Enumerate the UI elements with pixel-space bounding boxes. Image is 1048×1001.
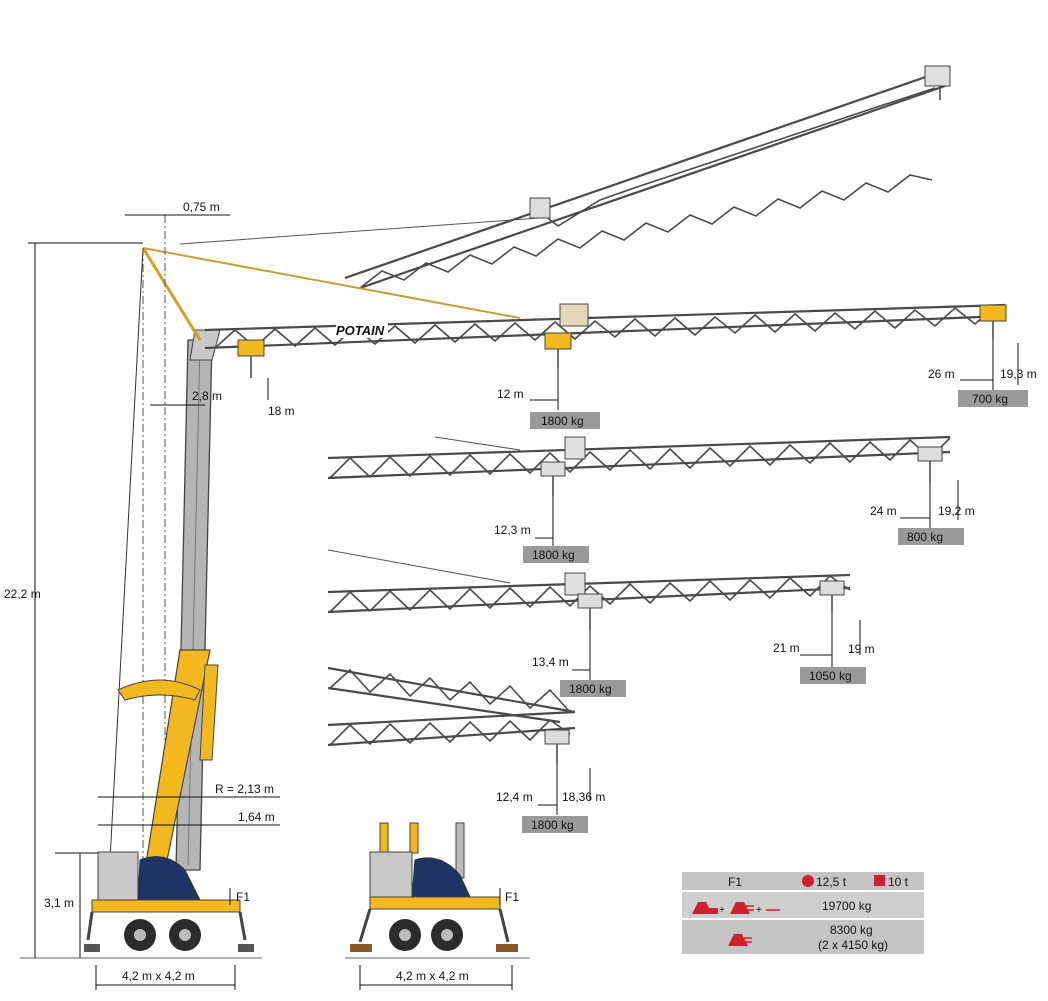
crane-weight-icon bbox=[692, 902, 712, 914]
total-height-label: 22,2 m bbox=[4, 587, 41, 601]
table-round-value: 12,5 t bbox=[816, 875, 847, 889]
config3-mid-load: 1800 kg bbox=[569, 682, 612, 696]
counter-radius-label: 1,64 m bbox=[238, 810, 275, 824]
base-height-label: 3,1 m bbox=[44, 896, 74, 910]
table-row-2 bbox=[682, 920, 924, 954]
config1-tip-load-box bbox=[958, 390, 1028, 407]
config2-mid-load-box bbox=[523, 546, 589, 563]
force-label-front: F1 bbox=[505, 890, 519, 904]
jib-config-4 bbox=[327, 666, 576, 764]
config1-mid-radius: 12 m bbox=[497, 387, 524, 401]
config1-mid-load: 1800 kg bbox=[541, 414, 584, 428]
square-pad-icon bbox=[874, 875, 885, 886]
config1-height-label: 18 m bbox=[268, 404, 295, 418]
weight-icon bbox=[708, 908, 718, 914]
base-front-label: 4,2 m x 4,2 m bbox=[396, 969, 469, 983]
jib-config-1: POTAIN bbox=[204, 303, 1007, 378]
raised-boom bbox=[179, 65, 951, 290]
round-pad-icon bbox=[802, 875, 814, 887]
table-row2-sub: (2 x 4150 kg) bbox=[818, 938, 888, 952]
config1-mid-load-box bbox=[530, 412, 600, 429]
table-header: F1 bbox=[728, 875, 742, 889]
table-row-1 bbox=[682, 892, 924, 918]
crane-base-side bbox=[84, 649, 254, 952]
config4-mid-load-box bbox=[522, 816, 588, 833]
plus-sign-2: + bbox=[756, 905, 762, 916]
config4-mid-radius: 12,4 m bbox=[496, 790, 533, 804]
config3-tip-radius: 21 m bbox=[773, 641, 800, 655]
radius-label: R = 2,13 m bbox=[215, 782, 274, 796]
config1-tip-radius: 26 m bbox=[928, 367, 955, 381]
base-side-label: 4,2 m x 4,2 m bbox=[122, 969, 195, 983]
config4-mid-load: 1800 kg bbox=[531, 818, 574, 832]
force-label-side: F1 bbox=[236, 890, 250, 904]
config1-tip-load: 700 kg bbox=[972, 392, 1008, 406]
config2-mid-radius: 12,3 m bbox=[494, 523, 531, 537]
jib-config-3 bbox=[327, 549, 851, 630]
config2-tip-height: 19,2 m bbox=[938, 504, 975, 518]
load-table: F1 12,5 t 10 t + + 19700 kg 8300 kg (2 x… bbox=[682, 872, 924, 954]
crane-load-icon bbox=[730, 902, 750, 914]
brand-logo: POTAIN bbox=[336, 323, 385, 338]
config2-tip-load-box bbox=[898, 528, 964, 545]
config3-mid-load-box bbox=[560, 680, 626, 697]
config1-tip-height: 19,3 m bbox=[1000, 367, 1037, 381]
table-row1-value: 19700 kg bbox=[822, 899, 871, 913]
table-row2-value: 8300 kg bbox=[830, 923, 873, 937]
top-offset-label: 0,75 m bbox=[183, 200, 220, 214]
plus-sign-1: + bbox=[719, 905, 725, 916]
config3-tip-height: 19 m bbox=[848, 642, 875, 656]
config2-tip-radius: 24 m bbox=[870, 504, 897, 518]
config3-tip-load-box bbox=[800, 667, 866, 684]
config2-tip-load: 800 kg bbox=[907, 530, 943, 544]
dimension-lines bbox=[28, 214, 1019, 990]
config2-mid-load: 1800 kg bbox=[532, 548, 575, 562]
crane-base-front bbox=[350, 822, 518, 952]
jib-config-2 bbox=[327, 435, 951, 496]
config3-tip-load: 1050 kg bbox=[809, 669, 852, 683]
counterweight-icon bbox=[728, 934, 748, 946]
table-square-value: 10 t bbox=[888, 875, 909, 889]
config4-tip-height: 18,36 m bbox=[562, 790, 605, 804]
pivot-offset-label: 2,8 m bbox=[192, 389, 222, 403]
config3-mid-radius: 13,4 m bbox=[532, 655, 569, 669]
